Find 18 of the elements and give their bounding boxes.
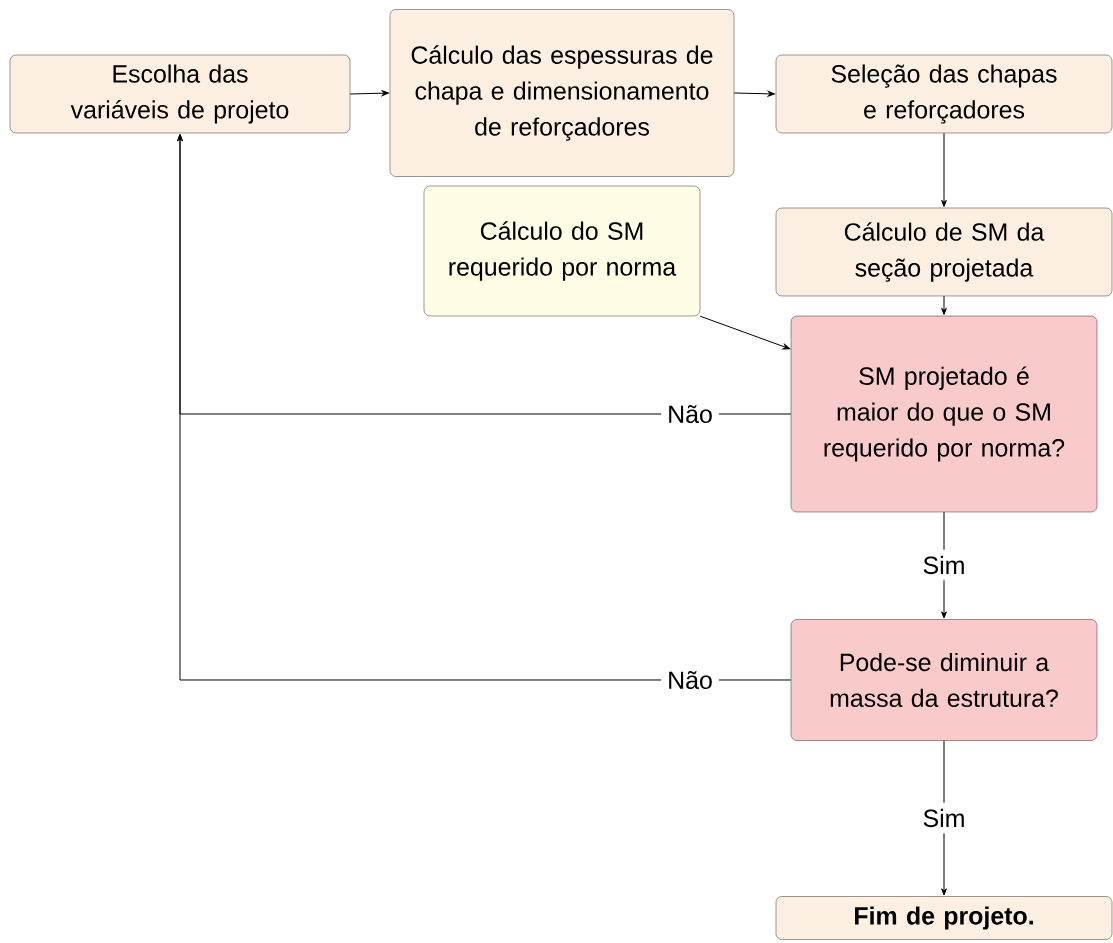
end-box: Fim de projeto. [775,896,1113,940]
edge-label: Sim [916,802,972,834]
decision-box: SM projetado é maior do que o SM requerido por norma? [790,315,1098,513]
process-box: Seleção das chapas e reforçadores [775,54,1113,134]
edge-label: Não [661,398,719,430]
arrow [733,90,775,97]
process-box: Cálculo de SM da seção projetada [775,207,1113,297]
edge-label: Sim [916,549,972,581]
arrow [177,134,792,681]
arrow [941,295,947,315]
arrow [349,90,389,97]
arrow [699,315,790,350]
process-box: Cálculo das espessuras de chapa e dimensionamento de reforçadores [389,9,735,177]
decision-box: Pode-se diminuir a massa da estrutura? [790,619,1098,741]
input-box: Cálculo do SM requerido por norma [423,185,701,317]
arrow [941,132,947,207]
edge-label: Não [661,664,719,696]
process-box: Escolha das variáveis de projeto [9,54,351,134]
